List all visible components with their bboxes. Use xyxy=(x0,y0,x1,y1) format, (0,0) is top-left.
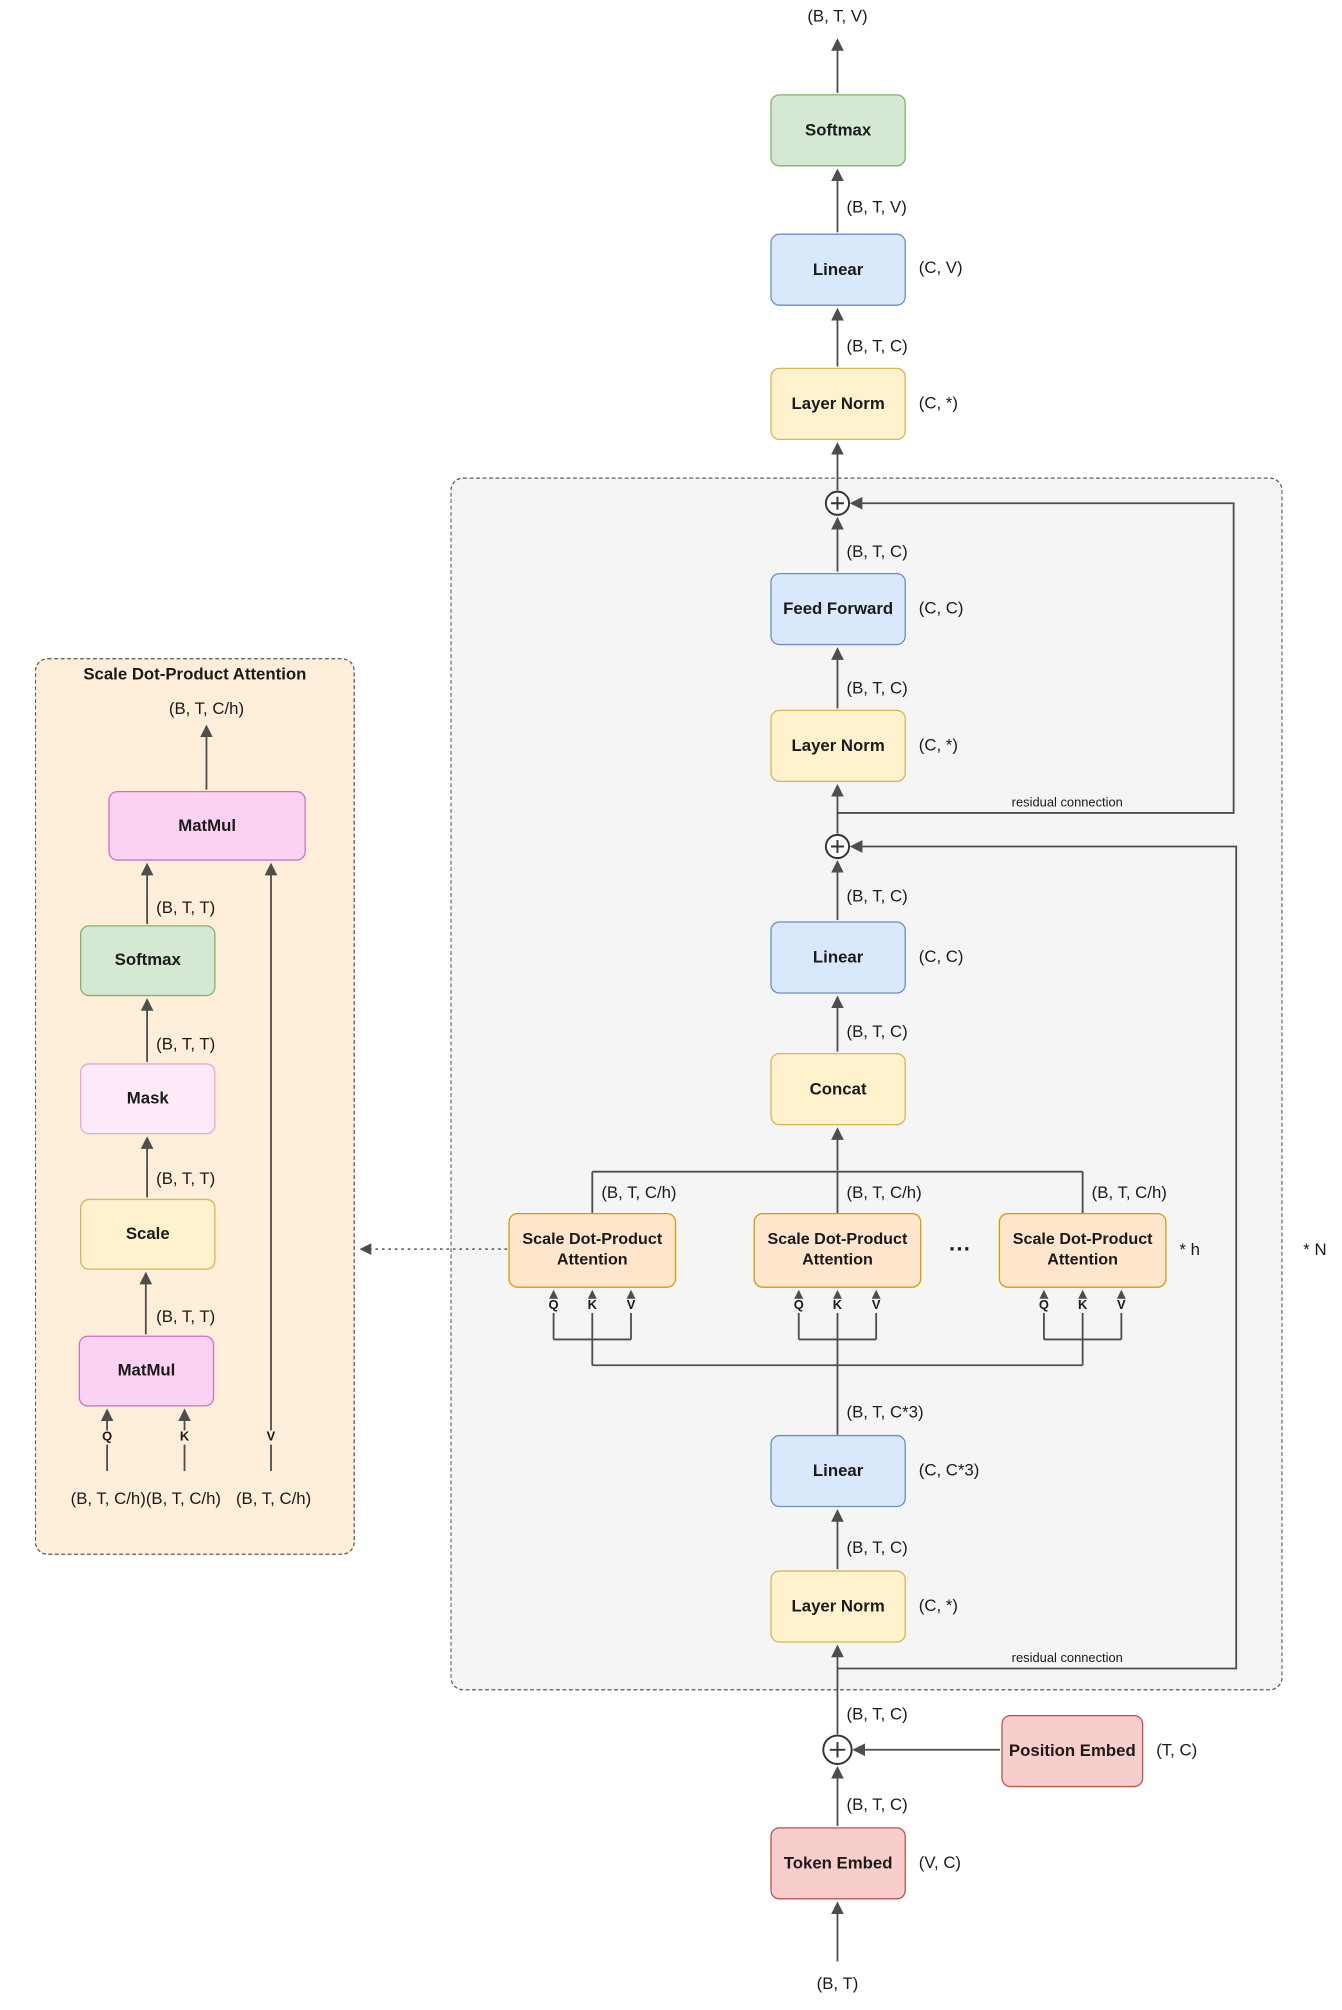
feed-forward-node: Feed Forward xyxy=(770,572,906,646)
weight-label-position-embed: (T, C) xyxy=(1156,1740,1198,1760)
weight-label-ln-input: (C, *) xyxy=(918,1595,958,1615)
weight-label-linear-out: (C, V) xyxy=(918,257,963,277)
head3-q-label: Q xyxy=(1035,1298,1053,1313)
detail-shape-scale-mask: (B, T, T) xyxy=(156,1168,216,1188)
detail-shape-matmul-scale: (B, T, T) xyxy=(156,1306,216,1326)
attention-head-1-node: Scale Dot-Product Attention xyxy=(508,1212,677,1288)
detail-qk-input-shape-label: (B, T, C/h)(B, T, C/h) xyxy=(70,1488,222,1508)
attention-head-2-node: Scale Dot-Product Attention xyxy=(753,1212,922,1288)
times-h-label: * h xyxy=(1179,1239,1200,1259)
main-flow-arrows xyxy=(831,38,1001,1962)
detail-shape-mask-softmax: (B, T, T) xyxy=(156,1034,216,1054)
qkv-bracket xyxy=(547,1289,1128,1435)
shape-label-linear-softmax: (B, T, V) xyxy=(846,196,907,217)
head1-q-label: Q xyxy=(544,1298,563,1313)
detail-softmax-node: Softmax xyxy=(80,925,216,997)
weight-label-ln-out: (C, *) xyxy=(918,392,958,413)
head-merge-lines xyxy=(591,1170,1084,1213)
head3-k-label: K xyxy=(1074,1298,1092,1313)
shape-label-add-block: (B, T, C) xyxy=(846,1703,908,1724)
position-embed-node: Position Embed xyxy=(1001,1714,1144,1788)
detail-q-label: Q xyxy=(98,1430,116,1445)
weight-label-linear-proj: (C, C) xyxy=(918,946,964,966)
shape-label-ln-ff: (B, T, C) xyxy=(846,678,908,698)
softmax-output-node: Softmax xyxy=(770,94,906,167)
detail-matmul-top-node: MatMul xyxy=(108,791,306,861)
heads-ellipsis: ... xyxy=(948,1231,972,1256)
layer-norm-ff-node: Layer Norm xyxy=(770,709,906,782)
layer-norm-input-node: Layer Norm xyxy=(770,1570,906,1643)
residual-connection-label-lower: residual connection xyxy=(1011,1651,1123,1666)
residual-connection-lines xyxy=(837,496,1238,1670)
shape-label-ff-add: (B, T, C) xyxy=(846,541,908,561)
linear-qkv-node: Linear xyxy=(770,1434,906,1508)
head1-k-label: K xyxy=(583,1298,601,1313)
head3-output-shape-label: (B, T, C/h) xyxy=(1091,1182,1167,1203)
output-shape-label: (B, T, V) xyxy=(807,5,868,26)
head1-v-label: V xyxy=(622,1298,640,1313)
weight-label-token-embed: (V, C) xyxy=(918,1852,962,1872)
head3-v-label: V xyxy=(1113,1298,1130,1313)
head2-output-shape-label: (B, T, C/h) xyxy=(846,1182,922,1203)
detail-v-input-shape-label: (B, T, C/h) xyxy=(235,1488,312,1508)
detail-title: Scale Dot-Product Attention xyxy=(83,663,307,684)
shape-label-ln-linear: (B, T, C) xyxy=(846,336,908,356)
layer-norm-output-node: Layer Norm xyxy=(770,367,906,441)
detail-matmul-bottom-node: MatMul xyxy=(78,1335,215,1407)
concat-node: Concat xyxy=(770,1052,906,1126)
weight-label-linear-qkv: (C, C*3) xyxy=(918,1460,980,1480)
shape-label-concat-linear: (B, T, C) xyxy=(846,1021,908,1041)
times-n-label: * N xyxy=(1303,1239,1327,1259)
head2-k-label: K xyxy=(828,1298,847,1313)
token-embed-node: Token Embed xyxy=(770,1827,906,1900)
shape-label-ln-linearqkv: (B, T, C) xyxy=(846,1537,908,1557)
shape-label-qkv: (B, T, C*3) xyxy=(846,1402,924,1422)
detail-mask-node: Mask xyxy=(80,1063,216,1135)
head2-v-label: V xyxy=(868,1298,885,1313)
linear-projection-node: Linear xyxy=(770,921,906,994)
weight-label-ff: (C, C) xyxy=(918,598,964,618)
shape-label-token-add: (B, T, C) xyxy=(846,1794,908,1814)
residual-connection-label-upper: residual connection xyxy=(1011,796,1123,811)
shape-label-proj-add: (B, T, C) xyxy=(846,885,908,906)
weight-label-ln-ff: (C, *) xyxy=(918,734,958,755)
head1-output-shape-label: (B, T, C/h) xyxy=(601,1182,677,1203)
add-circles xyxy=(822,490,853,1765)
detail-shape-softmax-matmul: (B, T, T) xyxy=(156,897,216,917)
detail-scale-node: Scale xyxy=(80,1198,216,1270)
input-shape-label: (B, T) xyxy=(816,1973,859,1994)
detail-k-label: K xyxy=(175,1430,194,1445)
linear-output-node: Linear xyxy=(770,233,906,306)
attention-head-3-node: Scale Dot-Product Attention xyxy=(998,1212,1167,1288)
head2-q-label: Q xyxy=(789,1298,808,1313)
detail-output-shape-label: (B, T, C/h) xyxy=(168,698,245,719)
detail-v-label: V xyxy=(262,1430,280,1445)
